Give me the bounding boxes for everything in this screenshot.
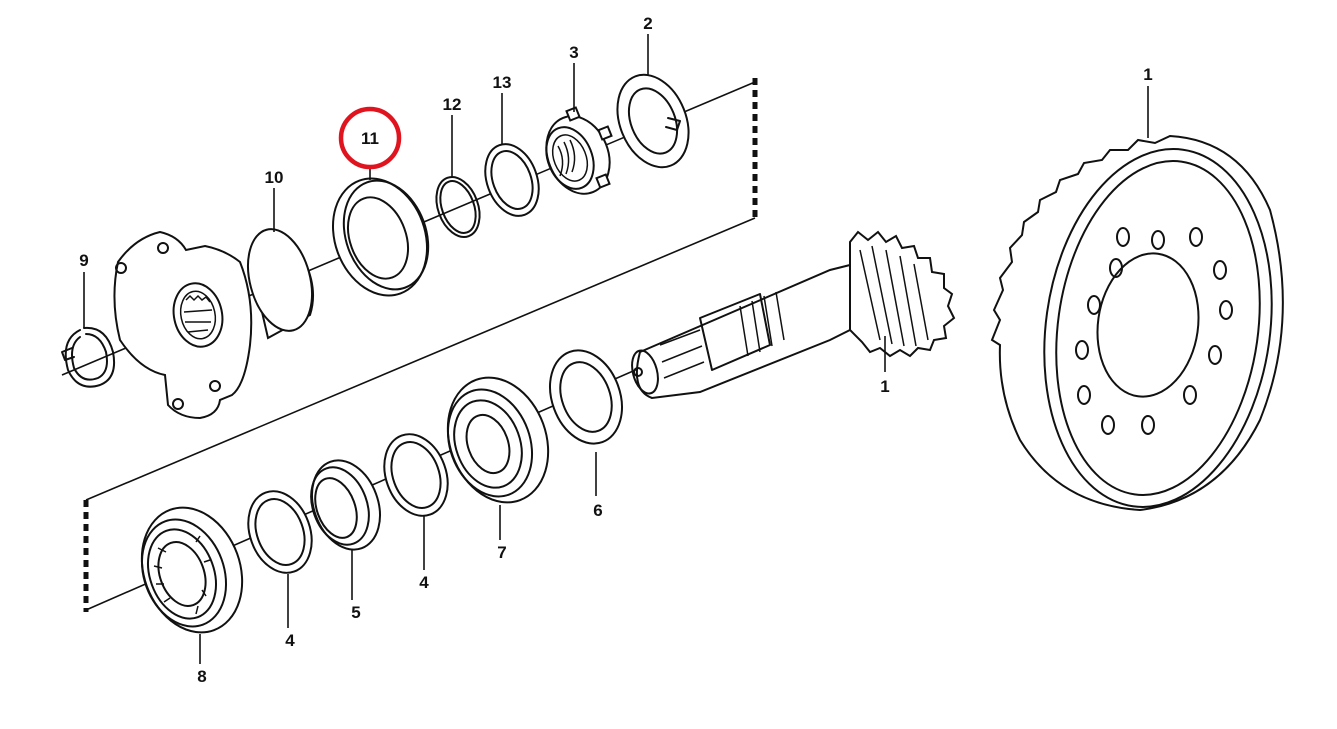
part-2-tab-washer bbox=[616, 73, 690, 169]
label-part-2: 2 bbox=[643, 14, 652, 33]
label-part-4-lower: 4 bbox=[285, 631, 295, 650]
label-part-1-pinion: 1 bbox=[880, 377, 889, 396]
part-4-ring-upper bbox=[383, 433, 449, 517]
part-7-bearing bbox=[446, 376, 550, 504]
label-part-10: 10 bbox=[265, 168, 284, 187]
label-part-6: 6 bbox=[593, 501, 602, 520]
part-1-ring-gear bbox=[990, 134, 1284, 512]
label-part-12: 12 bbox=[443, 95, 462, 114]
assembly-boundary-line bbox=[85, 217, 756, 501]
label-part-7: 7 bbox=[497, 543, 506, 562]
part-9-snap-ring bbox=[61, 326, 116, 388]
label-part-4-upper: 4 bbox=[419, 573, 429, 592]
part-11-seal bbox=[331, 177, 430, 297]
part-8-roller-bearing bbox=[140, 506, 244, 634]
label-part-11: 11 bbox=[361, 129, 379, 148]
label-part-5: 5 bbox=[351, 603, 360, 622]
leader-lines bbox=[83, 34, 1149, 664]
label-part-1-gear: 1 bbox=[1143, 65, 1152, 84]
part-3-slotted-nut bbox=[545, 106, 613, 195]
part-6-washer bbox=[549, 349, 623, 445]
label-part-8: 8 bbox=[197, 667, 206, 686]
part-13-ring bbox=[484, 143, 540, 217]
label-part-13: 13 bbox=[493, 73, 512, 92]
part-4-ring-lower bbox=[247, 490, 313, 574]
highlight-circle-part-11 bbox=[338, 106, 402, 170]
label-part-3: 3 bbox=[569, 43, 578, 62]
part-12-o-ring bbox=[435, 176, 481, 238]
part-10-flange-yoke bbox=[113, 228, 315, 420]
part-1-pinion-shaft bbox=[631, 230, 956, 400]
label-part-9: 9 bbox=[79, 251, 88, 270]
part-5-bushing bbox=[310, 459, 381, 551]
